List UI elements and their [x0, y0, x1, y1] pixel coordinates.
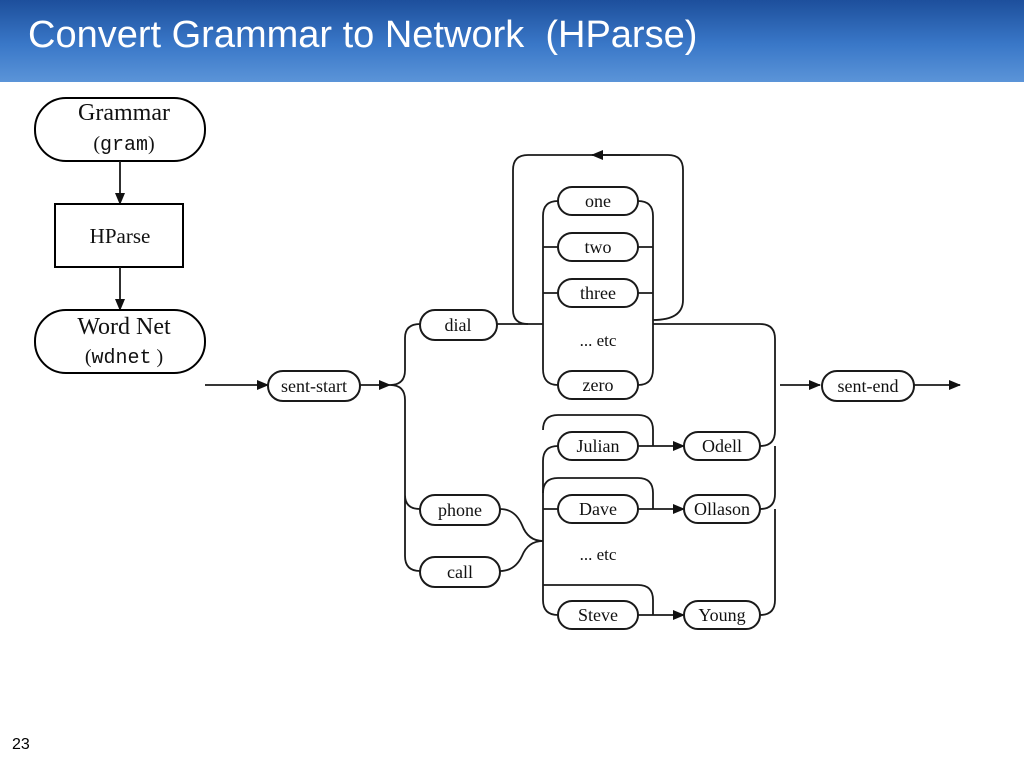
grammar-network-diagram: Grammar (gram) HParse Word Net (wdnet ): [34, 97, 961, 630]
ollason-node: [683, 494, 761, 524]
digit-three-node: [557, 278, 639, 308]
digit-two-node: [557, 232, 639, 262]
slide-number: 23: [12, 736, 30, 753]
odell-node: [683, 431, 761, 461]
phone-label: phone: [438, 500, 482, 520]
title-bar: Convert Grammar to Network (HParse): [0, 0, 1024, 82]
names-split: [542, 445, 559, 616]
digits-join: [637, 200, 776, 386]
odell-label: Odell: [702, 436, 742, 456]
grammar-label: Grammar: [78, 100, 170, 126]
digit-zero-node: [557, 370, 639, 400]
digits-etc-label: ... etc: [580, 331, 617, 350]
names-etc-label: ... etc: [580, 545, 617, 564]
julian-node: [557, 431, 639, 461]
julian-label: Julian: [577, 436, 620, 456]
phone-call-merge: [499, 508, 544, 572]
wordnet-node: [34, 309, 206, 374]
dial-node: [419, 309, 498, 341]
digit-one-node: [557, 186, 639, 216]
phone-node: [419, 494, 501, 526]
hparse-node: [54, 203, 184, 268]
young-label: Young: [698, 605, 745, 625]
grammar-file: (gram): [93, 133, 154, 157]
call-node: [419, 556, 501, 588]
dial-label: dial: [445, 315, 472, 335]
sent-end-node: [821, 370, 915, 402]
digit-zero-label: zero: [583, 375, 614, 395]
dial-to-digits: [497, 200, 559, 386]
digit-two-label: two: [585, 237, 612, 257]
wordnet-label: Word Net: [77, 314, 171, 340]
names-join: [759, 385, 776, 616]
sent-end-label: sent-end: [838, 376, 899, 396]
word-network: sent-start sent-end dial phone call one …: [205, 150, 961, 630]
call-label: call: [447, 562, 473, 582]
ollason-label: Ollason: [694, 499, 750, 519]
dave-label: Dave: [579, 499, 617, 519]
steve-node: [557, 600, 639, 630]
sent-start-label: sent-start: [281, 376, 347, 396]
sent-start-node: [267, 370, 361, 402]
names-bypass: [542, 414, 654, 615]
wordnet-file: (wdnet ): [85, 346, 163, 370]
dave-node: [557, 494, 639, 524]
hparse-label: HParse: [90, 224, 151, 248]
flow-chart: Grammar (gram) HParse Word Net (wdnet ): [34, 97, 206, 374]
start-split: [389, 323, 421, 572]
slide-title: Convert Grammar to Network (HParse): [28, 14, 698, 56]
digit-three-label: three: [580, 283, 616, 303]
digit-one-label: one: [585, 191, 611, 211]
young-node: [683, 600, 761, 630]
steve-label: Steve: [578, 605, 618, 625]
